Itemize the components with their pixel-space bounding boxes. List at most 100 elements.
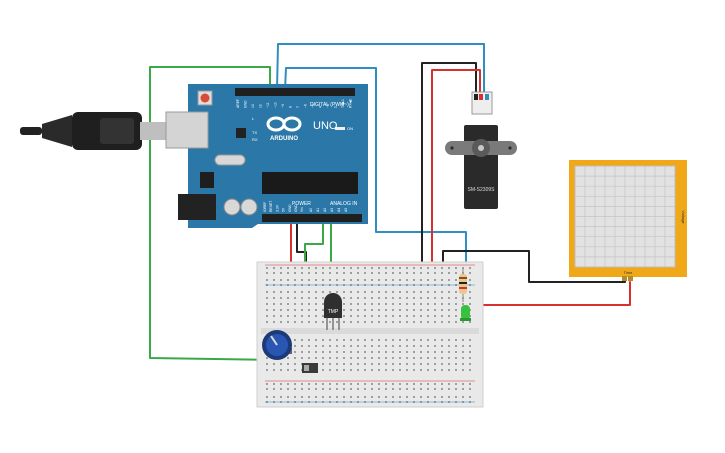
green-led[interactable] [460, 305, 471, 321]
breadboard-hole [427, 297, 429, 299]
breadboard-hole [357, 396, 359, 398]
regulator [200, 172, 214, 188]
breadboard-hole [350, 339, 352, 341]
breadboard-hole [329, 267, 331, 269]
breadboard-hole [448, 396, 450, 398]
breadboard-hole [434, 309, 436, 311]
breadboard-hole [350, 291, 352, 293]
breadboard-hole [301, 279, 303, 281]
breadboard-hole [371, 345, 373, 347]
breadboard-hole [455, 267, 457, 269]
wire-black-servo-gnd[interactable] [421, 62, 477, 274]
breadboard-hole [455, 303, 457, 305]
oscilloscope[interactable]: Time Voltage [569, 160, 687, 281]
breadboard-hole [378, 339, 380, 341]
breadboard-hole [294, 388, 296, 390]
breadboard-hole [315, 291, 317, 293]
switch-body [302, 363, 318, 373]
breadboard-hole [336, 291, 338, 293]
breadboard-hole [357, 321, 359, 323]
breadboard-hole [266, 297, 268, 299]
breadboard-hole [399, 272, 401, 274]
breadboard-hole [462, 339, 464, 341]
slide-switch[interactable] [302, 363, 318, 373]
wire-green-pot-to-digital[interactable] [149, 66, 283, 361]
breadboard-hole [385, 297, 387, 299]
arduino-uno[interactable]: ARDUINO UNO DIGITAL (PWM~) POWER ANALOG … [165, 84, 368, 228]
breadboard-hole [273, 297, 275, 299]
breadboard-hole [336, 279, 338, 281]
breadboard-hole [448, 291, 450, 293]
breadboard-hole [385, 267, 387, 269]
breadboard-hole [434, 396, 436, 398]
arduino-reset-button[interactable] [200, 93, 210, 103]
breadboard-hole [406, 369, 408, 371]
breadboard-hole [315, 297, 317, 299]
breadboard-hole [371, 363, 373, 365]
breadboard-hole [308, 279, 310, 281]
breadboard-hole [469, 267, 471, 269]
tmp-body [324, 293, 342, 318]
switch-toggle[interactable] [304, 365, 309, 371]
breadboard-channel [261, 328, 479, 334]
wire-red-led-to-scope[interactable] [467, 281, 631, 306]
wire-blue-digital-to-servo-a[interactable] [276, 43, 485, 95]
breadboard-hole [343, 291, 345, 293]
scope-terminal-positive[interactable] [628, 276, 633, 281]
temperature-sensor[interactable]: TMP [324, 293, 342, 330]
servo-pin-gnd [474, 94, 478, 100]
digital-pin-label: RX◀0 [349, 99, 353, 108]
breadboard-hole [448, 339, 450, 341]
breadboard-hole [469, 303, 471, 305]
wire-red-servo-power[interactable] [431, 69, 481, 274]
breadboard-hole [294, 339, 296, 341]
breadboard-hole [294, 369, 296, 371]
power-analog-header [262, 214, 362, 222]
breadboard-hole [455, 339, 457, 341]
breadboard-hole [301, 339, 303, 341]
breadboard-hole [448, 351, 450, 353]
potentiometer[interactable] [262, 330, 292, 360]
breadboard-hole [427, 388, 429, 390]
breadboard-hole [413, 267, 415, 269]
servo-body [464, 125, 498, 209]
breadboard-hole [392, 279, 394, 281]
breadboard-hole [350, 321, 352, 323]
breadboard-hole [336, 396, 338, 398]
breadboard-hole [280, 315, 282, 317]
analog-pin-label: A3 [330, 208, 334, 212]
scope-terminal-negative[interactable] [622, 276, 627, 281]
breadboard-hole [322, 339, 324, 341]
breadboard-hole [315, 315, 317, 317]
breadboard-hole [336, 267, 338, 269]
breadboard-hole [301, 272, 303, 274]
breadboard-hole [385, 383, 387, 385]
breadboard-hole [413, 357, 415, 359]
breadboard-hole [322, 388, 324, 390]
servo-motor[interactable]: SM-S2309S [445, 91, 517, 209]
breadboard-hole [273, 279, 275, 281]
breadboard-hole [315, 303, 317, 305]
breadboard-hole [462, 388, 464, 390]
breadboard-hole [392, 321, 394, 323]
wire-blue-digital-to-breadboard[interactable] [284, 67, 467, 273]
breadboard-hole [427, 267, 429, 269]
breadboard-hole [280, 272, 282, 274]
resistor[interactable] [459, 268, 467, 302]
breadboard-hole [406, 315, 408, 317]
wire-green-a0[interactable] [304, 219, 324, 271]
breadboard-hole [462, 351, 464, 353]
breadboard[interactable] [256, 261, 484, 408]
breadboard-hole [434, 291, 436, 293]
breadboard-hole [287, 267, 289, 269]
breadboard-hole [420, 315, 422, 317]
breadboard-hole [420, 279, 422, 281]
breadboard-hole [287, 315, 289, 317]
breadboard-hole [287, 396, 289, 398]
digital-pin-label: ~5 [311, 104, 315, 108]
scope-grid [575, 166, 675, 267]
breadboard-hole [294, 303, 296, 305]
breadboard-hole [392, 309, 394, 311]
breadboard-hole [322, 321, 324, 323]
